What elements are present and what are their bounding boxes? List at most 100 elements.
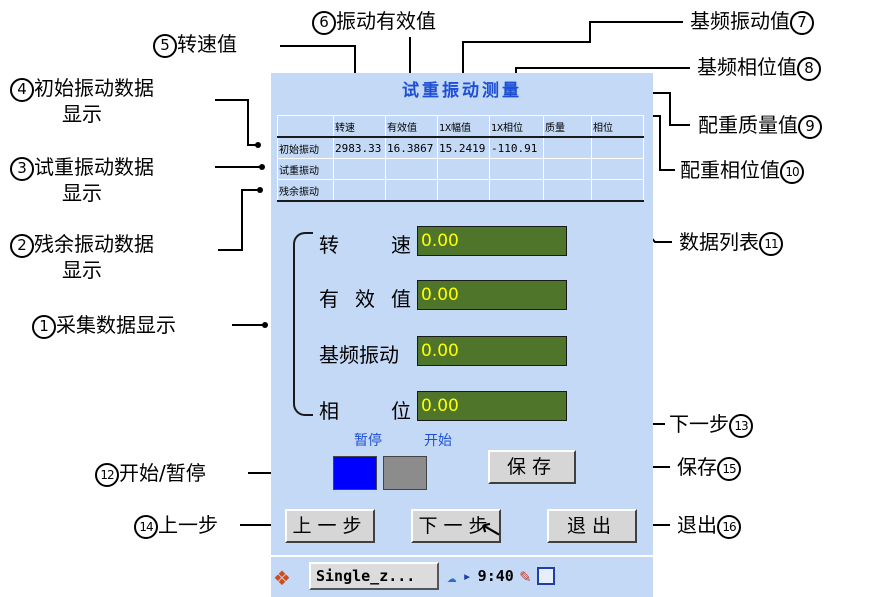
table-cell: 16.3867 [385, 136, 438, 159]
callout-text: 试重振动数据 [34, 155, 154, 179]
rms-value-field[interactable]: 0.00 [417, 280, 567, 310]
toggle-labels: 暂停 开始 [333, 430, 473, 450]
table-header-cell: 1X相位 [489, 115, 544, 138]
callout-text: 采集数据显示 [56, 313, 176, 337]
table-header-cell: 质量 [543, 115, 592, 138]
callout-text: 配重相位值 [680, 158, 780, 182]
system-tray: ☁ ▸ 9:40 ✎ [447, 562, 647, 590]
table-header-cell: 转速 [333, 115, 386, 138]
callout-text: 基频相位值 [697, 55, 797, 79]
clock[interactable]: 9:40 [477, 567, 514, 585]
save-button[interactable]: 保存 [488, 450, 576, 484]
callout-subtext: 显示 [62, 101, 102, 126]
callout-number: 12 [95, 462, 119, 487]
table-cell: 初始振动 [277, 136, 334, 159]
table-header-cell: 1X幅值 [437, 115, 490, 138]
field-label-char: 相 [319, 399, 339, 423]
callout-text: 开始/暂停 [119, 461, 206, 485]
callout-number: 14 [134, 514, 158, 539]
callout-number: 10 [780, 159, 804, 184]
table-cell: 2983.33 [333, 136, 386, 159]
pause-label: 暂停 [354, 433, 382, 449]
table-cell [385, 179, 438, 202]
table-cell [333, 179, 386, 202]
table-cell: -110.91 [489, 136, 544, 159]
callout-number: 15 [717, 456, 741, 481]
phase-value-field[interactable]: 0.00 [417, 391, 567, 421]
callout-number: 16 [717, 514, 741, 539]
fundamental-value-field[interactable]: 0.00 [417, 336, 567, 366]
callout-text: 基频振动值 [690, 9, 790, 33]
table-cell [591, 158, 644, 180]
field-label-char: 效 [355, 287, 375, 311]
pause-toggle[interactable] [383, 456, 427, 490]
callout-subtext: 显示 [62, 257, 102, 282]
callout-text: 保存 [677, 455, 717, 479]
start-toggle[interactable] [333, 456, 377, 490]
callout-number: 9 [798, 114, 822, 139]
next-step-button[interactable]: 下一步 [411, 509, 501, 543]
callout-text: 退出 [677, 513, 717, 537]
table-row-trial[interactable]: 试重振动 [277, 158, 644, 180]
data-table: 转速 有效值 1X幅值 1X相位 质量 相位 初始振动 2983.33 16.3… [277, 115, 644, 202]
callout-text: 数据列表 [679, 230, 759, 254]
callout-text: 下一步 [669, 412, 729, 436]
field-label-char: 速 [391, 233, 411, 257]
taskbar-task-button[interactable]: Single_z... [309, 562, 439, 590]
callout-number: 8 [797, 56, 821, 81]
table-cell [543, 179, 592, 202]
network-icon[interactable]: ☁ [447, 566, 457, 586]
callout-number: 7 [790, 10, 814, 35]
table-header-cell: 有效值 [385, 115, 438, 138]
callout-text: 上一步 [158, 513, 218, 537]
callout-text: 振动有效值 [336, 9, 436, 33]
field-label-fundamental: 基频振动 [319, 343, 399, 367]
field-label-char: 有 [319, 287, 339, 311]
callout-number: 5 [153, 33, 177, 58]
tray-arrow-icon[interactable]: ▸ [462, 567, 472, 585]
callout-text: 残余振动数据 [34, 232, 154, 256]
windows-start-icon[interactable]: ❖ [273, 566, 291, 590]
table-cell [543, 158, 592, 180]
taskbar: ❖ Single_z... ☁ ▸ 9:40 ✎ [271, 555, 653, 597]
fields-bracket [293, 232, 313, 416]
callout-number: 13 [729, 413, 753, 438]
callout-number: 6 [312, 10, 336, 35]
table-cell [489, 158, 544, 180]
field-label-char: 位 [391, 399, 411, 423]
callout-number: 2 [10, 233, 34, 258]
desktop-icon[interactable] [536, 567, 555, 585]
device-screen: 试重振动测量 转速 有效值 1X幅值 1X相位 质量 相位 初始振动 2983.… [271, 73, 653, 597]
screen-title: 试重振动测量 [402, 81, 522, 101]
pen-input-icon[interactable]: ✎ [519, 565, 531, 587]
callout-text: 转速值 [177, 32, 237, 56]
callout-number: 4 [10, 77, 34, 102]
table-cell [437, 179, 490, 202]
prev-step-button[interactable]: 上一步 [285, 509, 375, 543]
table-cell [489, 179, 544, 202]
speed-value-field[interactable]: 0.00 [417, 226, 567, 256]
table-header-cell [277, 115, 334, 138]
table-cell [591, 136, 644, 159]
callout-number: 11 [759, 231, 783, 256]
table-row-initial[interactable]: 初始振动 2983.33 16.3867 15.2419 -110.91 [277, 136, 644, 159]
table-cell: 残余振动 [277, 179, 334, 202]
field-label-rms: 有效值 [319, 283, 411, 312]
table-cell [543, 136, 592, 159]
exit-button[interactable]: 退出 [547, 509, 637, 543]
table-row-residual[interactable]: 残余振动 [277, 179, 644, 202]
